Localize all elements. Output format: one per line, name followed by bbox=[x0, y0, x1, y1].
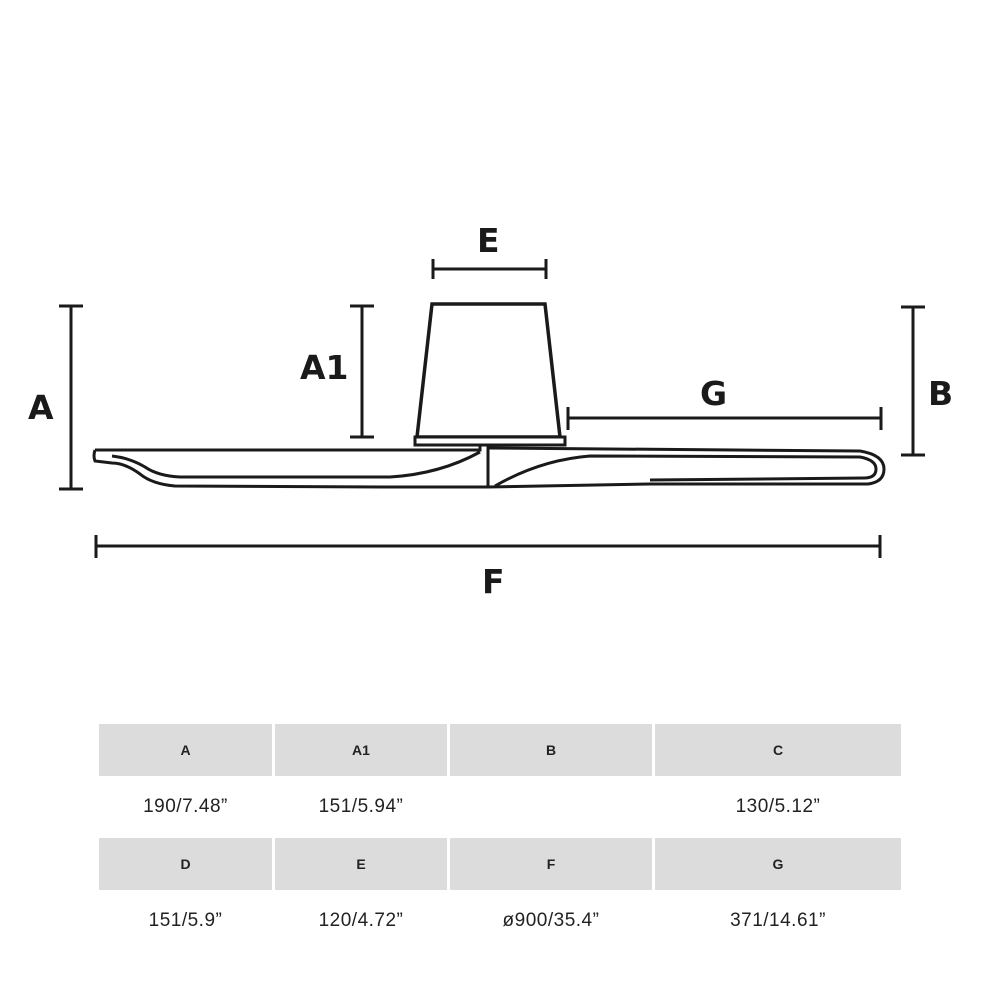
dimension-line-a bbox=[59, 304, 83, 491]
value-cell-f: ø900/35.4” bbox=[502, 910, 600, 931]
dimension-line-g bbox=[566, 407, 883, 430]
value-cell-c: 130/5.12” bbox=[735, 796, 821, 817]
dimensions-spec-table: A A1 B C 190/7.48” 151/5.94” 130/5.12” D… bbox=[99, 724, 901, 952]
value-cell-a1: 151/5.94” bbox=[318, 796, 404, 817]
dimension-line-f bbox=[94, 535, 882, 558]
label-a: A bbox=[28, 388, 54, 427]
label-b: B bbox=[928, 374, 953, 413]
header-cell-a: A bbox=[99, 724, 272, 776]
dimension-line-b bbox=[901, 305, 925, 457]
value-cell-d: 151/5.9” bbox=[148, 910, 223, 931]
value-cell-b bbox=[450, 776, 652, 838]
header-cell-d: D bbox=[99, 838, 272, 890]
label-e: E bbox=[477, 221, 500, 260]
header-cell-e: E bbox=[275, 838, 447, 890]
header-cell-a1: A1 bbox=[275, 724, 447, 776]
motor-housing bbox=[413, 302, 567, 447]
header-cell-f: F bbox=[450, 838, 652, 890]
label-f: F bbox=[482, 562, 505, 601]
value-cell-e: 120/4.72” bbox=[318, 910, 404, 931]
header-cell-g: G bbox=[655, 838, 901, 890]
table-header-row: D E F G bbox=[99, 838, 901, 890]
dimension-line-e bbox=[431, 259, 548, 279]
fan-dimension-diagram: A A1 B E G F bbox=[28, 221, 953, 601]
table-value-row: 151/5.9” 120/4.72” ø900/35.4” 371/14.61” bbox=[99, 890, 901, 952]
dimension-line-a1 bbox=[350, 304, 374, 439]
table-header-row: A A1 B C bbox=[99, 724, 901, 776]
header-cell-c: C bbox=[655, 724, 901, 776]
left-blade bbox=[92, 446, 490, 489]
value-cell-a: 190/7.48” bbox=[143, 796, 228, 817]
header-cell-b: B bbox=[450, 724, 652, 776]
table-value-row: 190/7.48” 151/5.94” 130/5.12” bbox=[99, 776, 901, 838]
right-blade bbox=[487, 446, 886, 489]
label-a1: A1 bbox=[300, 348, 349, 387]
label-g: G bbox=[700, 374, 727, 413]
value-cell-g: 371/14.61” bbox=[730, 910, 826, 931]
